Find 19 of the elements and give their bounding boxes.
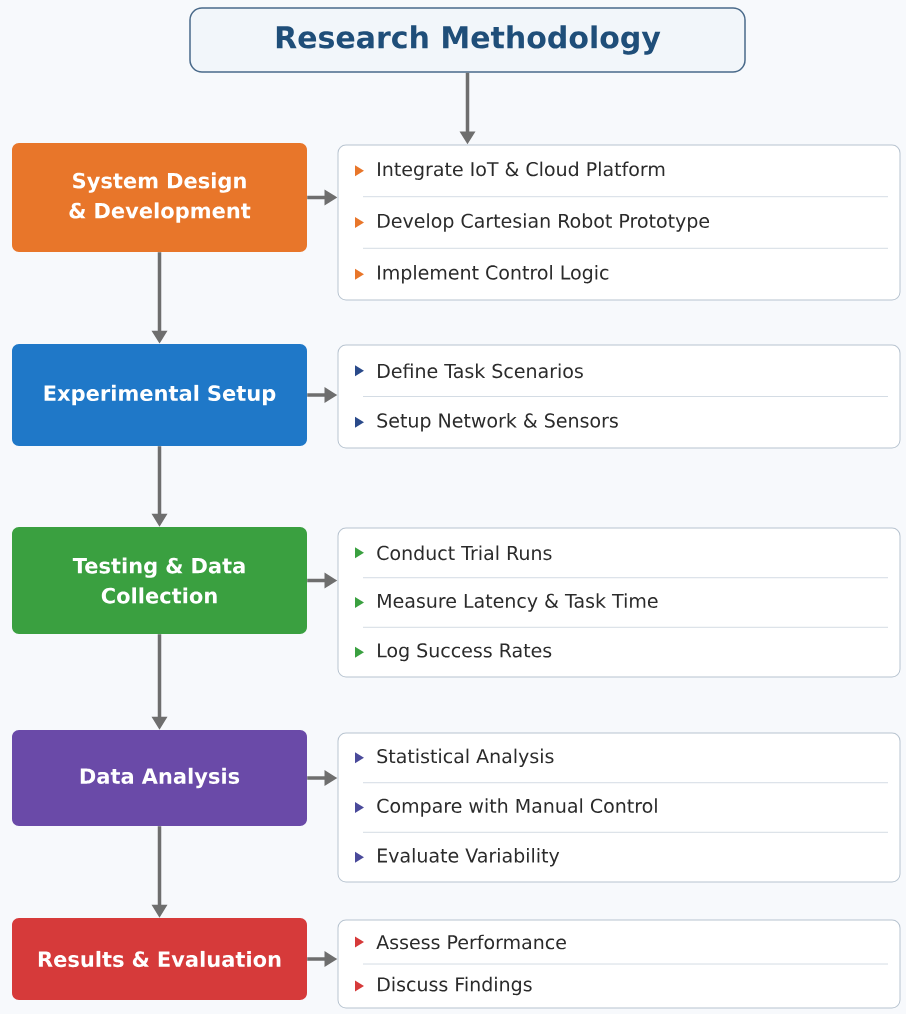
step-box: Results & Evaluation [12, 918, 307, 1000]
list-item: Compare with Manual Control [355, 798, 657, 817]
list-item: Conduct Trial Runs [355, 545, 552, 561]
list-item: Statistical Analysis [355, 748, 554, 767]
step-box: Data Analysis [12, 730, 307, 826]
step-box: Testing & Data Collection [12, 527, 307, 634]
step-box: System Design & Development [12, 143, 307, 252]
list-item: Log Success Rates [355, 643, 552, 662]
list-item: Develop Cartesian Robot Prototype [355, 213, 710, 232]
title-box: Research Methodology [189, 7, 746, 73]
list-item: Define Task Scenarios [355, 363, 583, 379]
step-box: Experimental Setup [12, 344, 307, 446]
list-item: Measure Latency & Task Time [355, 593, 658, 612]
list-item: Implement Control Logic [355, 265, 609, 284]
list-item: Integrate IoT & Cloud Platform [355, 161, 665, 180]
list-item: Setup Network & Sensors [355, 413, 618, 432]
list-item: Evaluate Variability [355, 848, 560, 867]
list-item: Discuss Findings [355, 976, 532, 996]
list-item: Assess Performance [355, 934, 566, 950]
